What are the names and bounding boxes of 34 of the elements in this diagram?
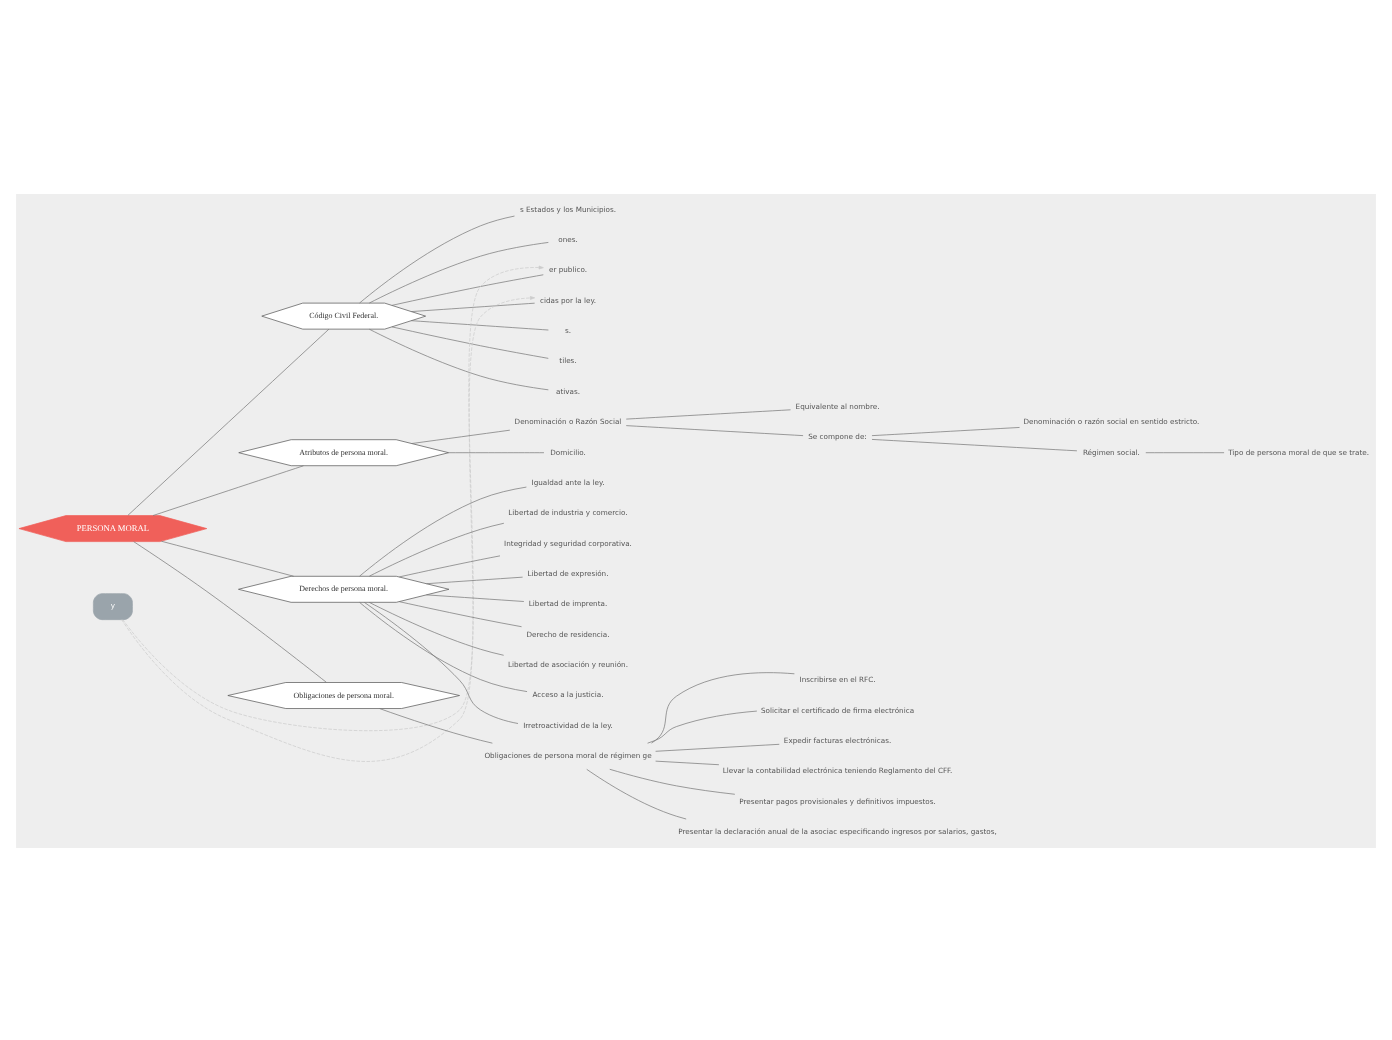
connector: [368, 327, 549, 390]
connector: [391, 325, 549, 358]
connector: [410, 301, 535, 311]
connector: [426, 593, 525, 601]
connector: [368, 601, 504, 655]
connector: [127, 327, 330, 515]
connector: [647, 709, 758, 743]
connector: [871, 426, 1020, 435]
connector: [871, 438, 1078, 451]
connector: [359, 214, 515, 303]
connector: [655, 742, 780, 751]
connector: [448, 451, 545, 453]
connector: [651, 671, 795, 743]
connector: [625, 408, 791, 419]
connector: [379, 707, 493, 743]
connector: [410, 319, 549, 330]
connector: [655, 759, 720, 765]
connector: [359, 601, 528, 691]
connector: [359, 485, 527, 576]
connector: [609, 767, 736, 794]
connector: [368, 241, 549, 303]
connector: [625, 424, 804, 435]
connector: [133, 540, 327, 682]
connector: [368, 521, 505, 576]
connector: [411, 428, 511, 443]
connector: [391, 273, 544, 305]
connector: [398, 554, 501, 577]
connector: [1145, 451, 1225, 453]
connector: [426, 575, 523, 584]
connector: [161, 539, 294, 576]
connector: [398, 600, 522, 627]
connector: [152, 464, 304, 515]
connector: [364, 601, 519, 723]
connector: [586, 767, 687, 819]
